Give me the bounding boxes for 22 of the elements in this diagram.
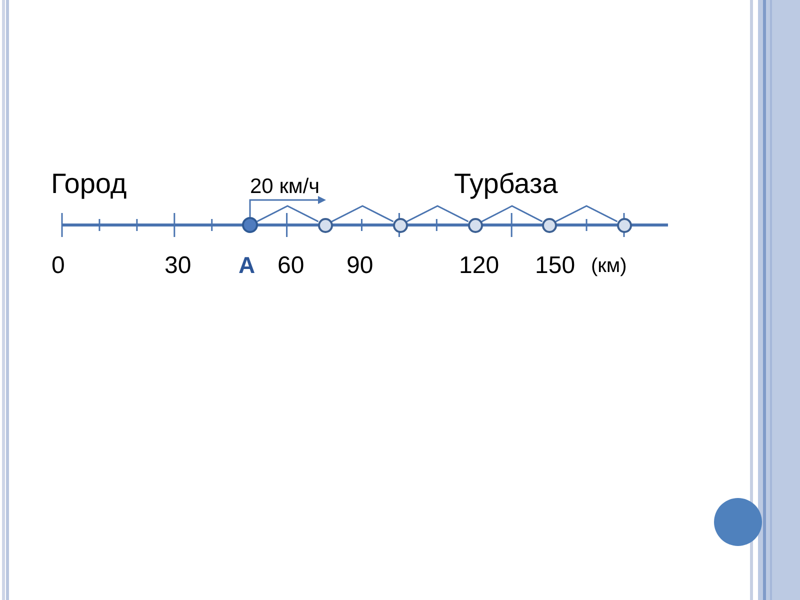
scale-number: 120 — [459, 254, 500, 278]
filled-point — [242, 217, 258, 233]
point-label: А — [238, 254, 256, 277]
open-point — [468, 218, 482, 232]
place-label: Город — [51, 170, 127, 198]
jump-line — [406, 205, 469, 222]
open-point — [318, 218, 332, 232]
jump-line — [256, 205, 319, 222]
jump-line — [331, 205, 394, 222]
speed-label: 20 км/ч — [250, 176, 320, 197]
open-point — [542, 218, 556, 232]
scale-number: 0 — [52, 254, 65, 278]
scale-number: 60 — [278, 254, 304, 278]
jump-line — [481, 205, 543, 222]
open-point — [392, 218, 408, 232]
jump-line — [555, 205, 618, 222]
scale-number: 30 — [164, 254, 192, 278]
scale-number: 90 — [346, 254, 374, 278]
place-label: Турбаза — [454, 170, 558, 198]
open-point — [616, 218, 632, 232]
unit-label: (км) — [591, 256, 627, 276]
scale-number: 150 — [535, 254, 576, 278]
